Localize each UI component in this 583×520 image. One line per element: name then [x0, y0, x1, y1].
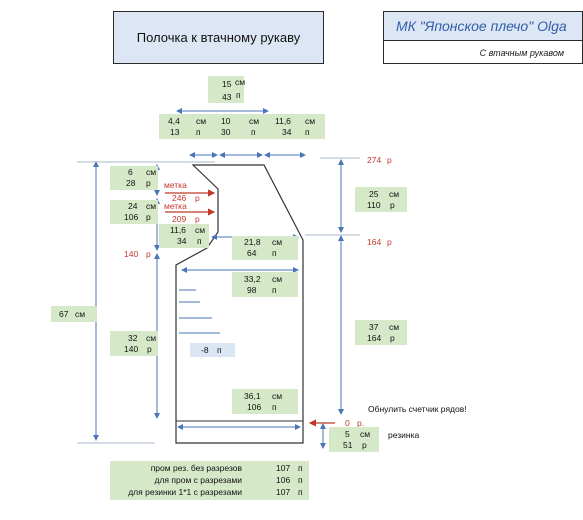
width-box-3: 36,1 см 106 п: [232, 389, 298, 414]
table-row-label: пром рез. без разрезов: [150, 463, 242, 473]
left-box-3: 11,6 см 34 п: [159, 224, 209, 248]
table-row-value: 107: [276, 487, 291, 497]
title-box: Полочка к втачному рукаву: [113, 11, 324, 64]
rows-164: 164: [367, 237, 382, 247]
left-box-4: 32 см 140 р: [110, 331, 158, 356]
top-arrows: [176, 108, 306, 430]
page-title: Полочка к втачному рукаву: [136, 30, 301, 45]
brand-box: МК "Японское плечо" Olga С втачным рукав…: [383, 11, 583, 64]
rib-box: 5 см 51 р: [329, 427, 379, 452]
table-row-value: 107: [276, 463, 291, 473]
width-box-2: 33,2 см 98 п: [232, 272, 298, 297]
rib-label: резинка: [388, 430, 420, 440]
top-widths-box: 4,4 см 10 см 11,6 см 13 п 30 п 34 п: [159, 114, 325, 139]
marker-rows-2: 209: [172, 214, 187, 224]
table-row-value: 106: [276, 475, 291, 485]
table-row-label: для резинки 1*1 с разрезами: [128, 487, 242, 497]
decrease-box: -8 п: [190, 343, 235, 357]
left-box-2: 24 см 106 р: [110, 200, 158, 224]
neck-box: 15 см 43 п: [208, 76, 245, 103]
red-arrows: [165, 189, 335, 427]
left-box-1: 6 см 28 р: [110, 166, 158, 190]
garment-outline: [175, 164, 304, 444]
right-box-2: 37 см 164 р: [355, 320, 407, 345]
reset-counter-note: Обнулить счетчик рядов!: [368, 404, 467, 414]
rows-140: 140: [124, 249, 139, 259]
width-box-1: 21,8 см 64 п: [232, 236, 298, 260]
bottom-table: пром рез. без разрезов 107 п для пром с …: [110, 461, 309, 500]
table-row-label: для пром с разрезами: [154, 475, 243, 485]
brand-name: МК "Японское плечо" Olga: [384, 12, 582, 41]
brand-subtitle: С втачным рукавом: [479, 48, 564, 58]
rows-zero: 0: [345, 418, 350, 428]
rows-274: 274: [367, 155, 382, 165]
right-verticals: [305, 157, 360, 449]
marker-label-1: метка: [164, 180, 187, 190]
marker-rows-1: 246: [172, 193, 187, 203]
right-box-1: 25 см 110 р: [355, 187, 407, 212]
total-length-box: 67 см: [51, 306, 97, 322]
decrease-steps: [179, 289, 220, 334]
marker-label-2: метка: [164, 201, 187, 211]
